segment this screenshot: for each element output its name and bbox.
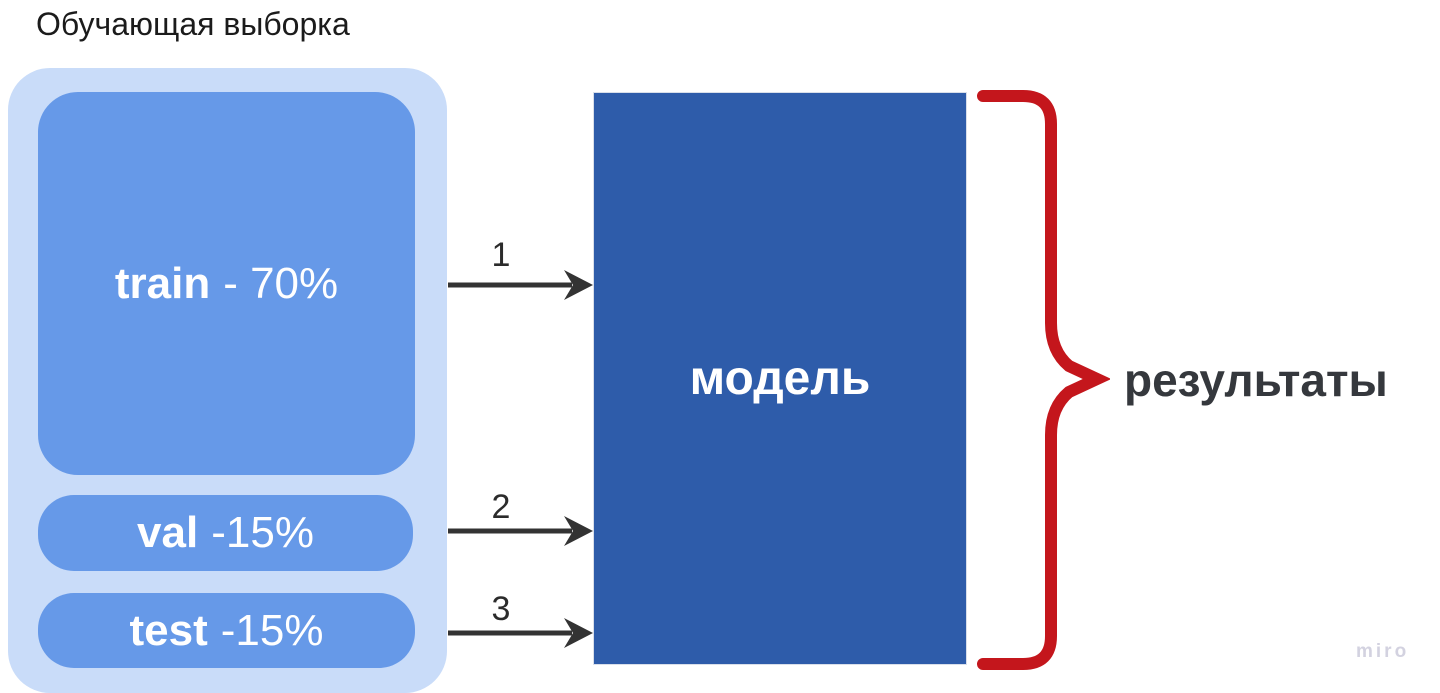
arrow-label-1: 1 [491,236,511,274]
train-box: train - 70% [38,92,415,475]
arrow-label-2: 2 [491,488,511,526]
test-box-share: -15% [220,605,324,655]
arrow-3-icon [448,618,593,648]
test-box-name: test [129,605,208,655]
train-box-share: - 70% [223,258,339,308]
val-box-share: -15% [211,508,314,557]
curly-brace-icon [977,90,1110,670]
arrow-label-3: 3 [491,590,511,628]
arrow-2-icon [448,516,593,546]
arrow-1-icon [448,270,593,300]
train-box-name: train [114,258,211,308]
val-box: val -15% [38,495,413,571]
diagram-title: Обучающая выборка [36,6,350,42]
test-box: test -15% [38,593,415,668]
miro-watermark: miro [1356,641,1410,662]
val-box-name: val [137,508,199,557]
results-label: результаты [1124,354,1388,406]
model-box: модель [593,92,967,665]
model-box-label: модель [689,352,871,405]
